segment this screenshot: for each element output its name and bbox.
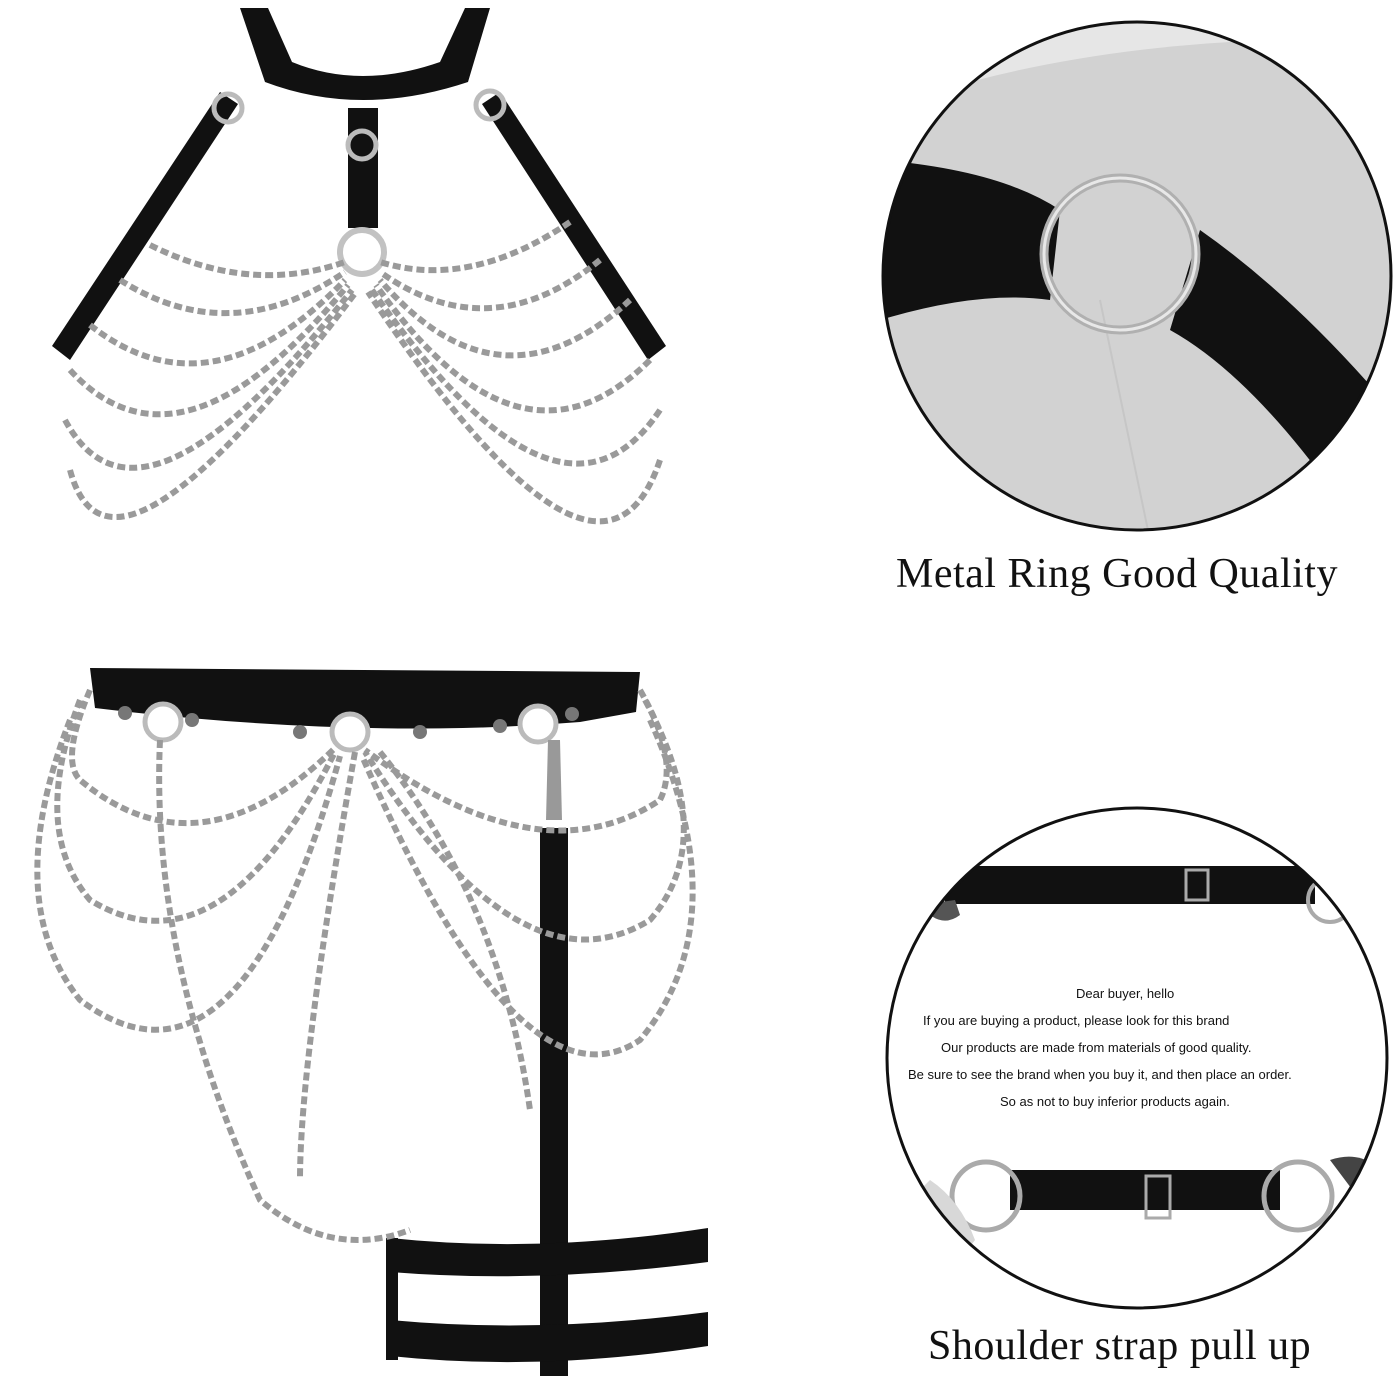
ring-quality-caption: Metal Ring Good Quality	[896, 551, 1338, 597]
buyer-note-line: Our products are made from materials of …	[941, 1040, 1252, 1055]
strap-ring-right	[1261, 1159, 1335, 1233]
buyer-note-line: Be sure to see the brand when you buy it…	[908, 1067, 1292, 1082]
buyer-note-line: So as not to buy inferior products again…	[1000, 1094, 1230, 1109]
strap-pull-up-caption: Shoulder strap pull up	[928, 1323, 1312, 1369]
ring-detail-circle	[881, 20, 1393, 532]
left-shoulder-strap	[52, 92, 238, 360]
center-strap	[348, 108, 378, 228]
belt-ring-right	[517, 703, 559, 745]
ring-center-top	[345, 128, 379, 162]
strap-ring-left	[949, 1159, 1023, 1233]
ring-right-shoulder	[473, 88, 507, 122]
buyer-note-line: Dear buyer, hello	[1076, 986, 1175, 1001]
belt-ring-center	[329, 711, 371, 753]
belt-studs	[118, 706, 579, 739]
ring-left-shoulder	[211, 91, 245, 125]
leg-clasp	[546, 740, 562, 820]
bottom-harness	[34, 668, 708, 1376]
strap-detail-circle	[885, 806, 1389, 1310]
neck-collar-strap	[240, 8, 490, 100]
garter-band-upper	[390, 1228, 708, 1277]
top-harness	[52, 8, 666, 525]
belt-ring-left	[142, 701, 184, 743]
top-chains	[62, 219, 663, 525]
buyer-note-line: If you are buying a product, please look…	[923, 1013, 1230, 1028]
leg-strap-vertical	[540, 828, 568, 1376]
waist-belt	[90, 668, 640, 729]
right-shoulder-strap	[482, 92, 666, 360]
bottom-chains	[34, 688, 696, 1243]
ring-center-main	[337, 227, 387, 277]
garter-band-lower	[390, 1312, 708, 1363]
